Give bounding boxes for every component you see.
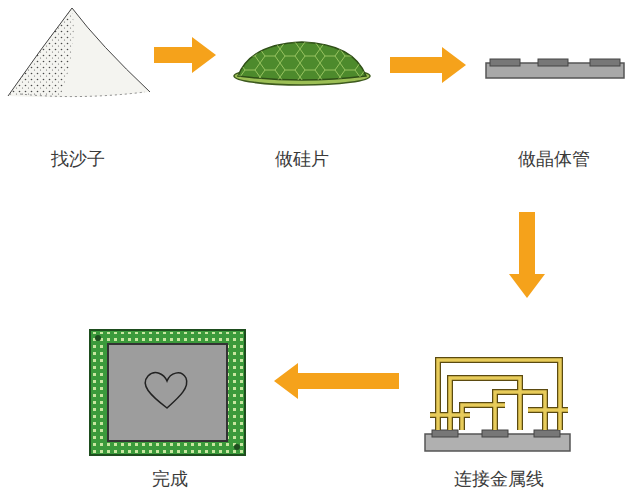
process-step: 找沙子 — [1, 5, 154, 170]
step-caption: 做晶体管 — [476, 148, 632, 170]
metal-interconnect — [425, 360, 570, 451]
flow-arrow — [390, 47, 466, 83]
transistor-strip — [486, 59, 624, 78]
sand-pile — [8, 8, 150, 97]
process-step: 做晶体管 — [476, 30, 632, 170]
process-step: 完成 — [81, 320, 259, 490]
step-caption: 做硅片 — [224, 148, 380, 170]
step-caption: 完成 — [81, 468, 259, 490]
flow-arrow — [274, 363, 399, 399]
flow-arrow — [154, 37, 216, 73]
flow-arrow — [509, 212, 545, 298]
finished-chip — [90, 330, 245, 455]
step-caption: 连接金属线 — [414, 468, 584, 490]
step-caption: 找沙子 — [1, 148, 154, 170]
silicon-wafer — [234, 42, 370, 85]
process-step: 连接金属线 — [414, 340, 584, 490]
process-step: 做硅片 — [224, 30, 380, 170]
